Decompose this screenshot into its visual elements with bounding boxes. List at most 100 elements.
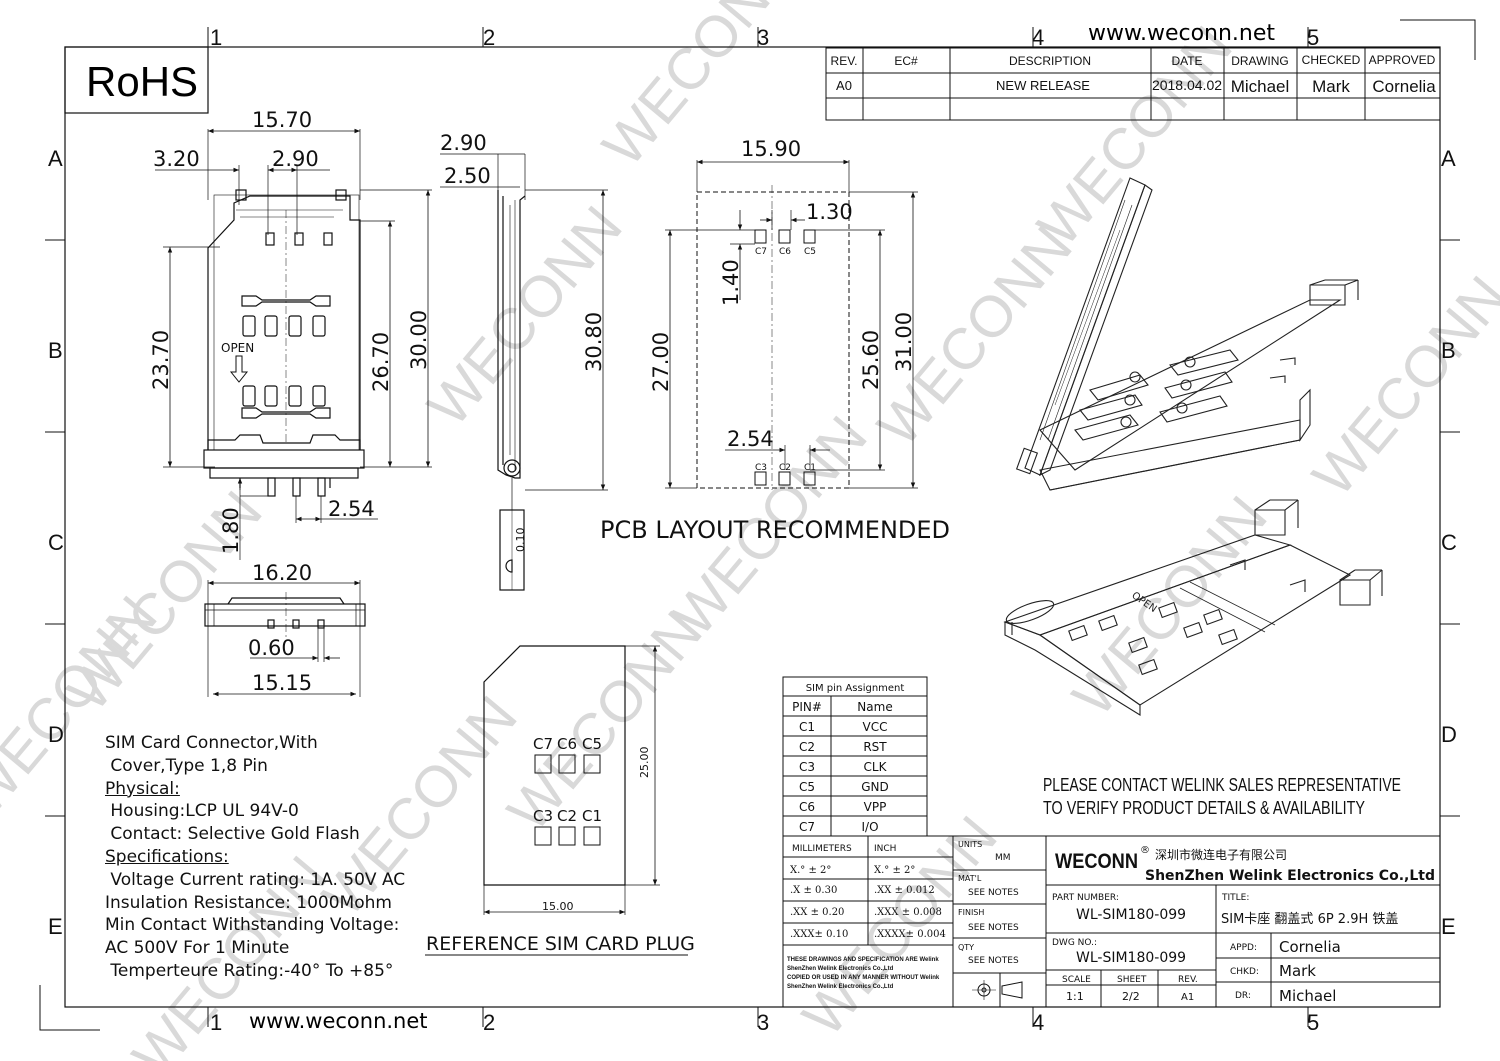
sim-contact-label: C1	[582, 807, 602, 825]
pad-label: C3	[755, 463, 767, 473]
dim-tail: 1.80	[219, 507, 243, 554]
border	[39, 19, 1476, 1031]
sim-contact-label: C5	[582, 735, 602, 753]
sim-contact-label: C6	[557, 735, 577, 753]
legal-line: ShenZhen Welink Electronics Co.,Ltd	[787, 984, 894, 990]
company-en: ShenZhen Welink Electronics Co.,Ltd	[1145, 868, 1435, 884]
pcb-layout	[665, 159, 918, 490]
company-cn: 深圳市微连电子有限公司	[1155, 847, 1287, 862]
rev-value: A0	[836, 78, 852, 93]
dim-pcb-height-left: 27.00	[649, 332, 673, 392]
rev-header: REV.	[831, 54, 858, 68]
front-view-dims: 16.20 0.60 15.15	[248, 561, 312, 695]
dim-width: 15.70	[252, 108, 312, 132]
grid-row-label: D	[1441, 722, 1457, 747]
side-view-dims: 2.90 2.50 30.80 0.10	[440, 131, 606, 552]
name-cell: CLK	[864, 760, 888, 774]
grid-col-label: 4	[1032, 25, 1044, 50]
grid-col-label: 3	[757, 25, 769, 50]
mm-tolerance: .X ± 0.30	[790, 885, 837, 896]
grid-col-label: 4	[1032, 1010, 1044, 1035]
sheet-label: SHEET	[1117, 975, 1147, 985]
sim-card-text: C7 C6 C5 C3 C2 C1 25.00 15.00 REFERENCE …	[426, 735, 695, 955]
pad-label: C6	[779, 247, 791, 257]
title-label: TITLE:	[1221, 893, 1249, 903]
appd-label: APPD:	[1230, 943, 1257, 953]
finish-value: SEE NOTES	[968, 923, 1019, 933]
dim-height-total: 30.00	[407, 310, 431, 370]
dim-width-base: 15.15	[252, 671, 312, 695]
pcb-layout-text: 15.90 1.30 1.40 27.00 25.60 31.00 2.54 C…	[600, 137, 950, 544]
pin-cell: C7	[799, 820, 815, 834]
drawing-header: DRAWING	[1231, 54, 1289, 68]
grid-labels: 1 2 3 4 5 1 2 3 4 5 A B C D E A B C D E	[48, 25, 1457, 1035]
note-line: Insulation Resistance: 1000Mohm	[105, 892, 392, 913]
revision-table-text: REV. EC# DESCRIPTION DATE DRAWING CHECKE…	[831, 53, 1437, 96]
legal-line: ShenZhen Welink Electronics Co.,Ltd	[787, 966, 894, 972]
chkd-label: CHKD:	[1230, 967, 1259, 977]
open-label: OPEN	[221, 341, 254, 355]
grid-row-label: C	[1441, 530, 1457, 555]
units-value: MM	[995, 853, 1011, 863]
top-view	[155, 128, 432, 560]
watermark: WECONN	[495, 599, 715, 843]
pin-cell: C1	[799, 720, 815, 734]
sim-contact-label: C7	[533, 735, 553, 753]
legal-line: THESE DRAWINGS AND SPECIFICATION ARE Wel…	[787, 957, 939, 963]
dim-pcb-pitch: 2.54	[727, 427, 774, 451]
dim-height-body: 2.50	[444, 164, 491, 188]
iso-view-closed: OPEN	[1003, 499, 1383, 716]
top-view-dims: 15.70 3.20 2.90 23.70 26.70 30.00 1.80 2…	[149, 108, 431, 554]
grid-col-label: 2	[483, 1010, 495, 1035]
approved-value: Cornelia	[1372, 77, 1436, 96]
pcb-layout-title: PCB LAYOUT RECOMMENDED	[600, 516, 950, 544]
rev-label: REV.	[1178, 975, 1198, 985]
approved-header: APPROVED	[1369, 53, 1436, 67]
sim-card	[425, 645, 688, 956]
part-number: WL-SIM180-099	[1076, 907, 1186, 923]
watermark: WECONN	[1025, 14, 1245, 258]
pin-table-text: SIM pin Assignment PIN# Name C1 VCC C2 R…	[792, 683, 904, 834]
pin-header: PIN#	[792, 700, 822, 714]
inch-header: INCH	[874, 844, 896, 854]
note-line: AC 500V For 1 Minute	[105, 938, 290, 959]
description-header: DESCRIPTION	[1009, 54, 1091, 68]
pin-cell: C5	[799, 780, 815, 794]
chkd-value: Mark	[1279, 962, 1316, 980]
inch-tolerance: X.° ± 2°	[874, 865, 915, 876]
rev-value: A1	[1181, 992, 1194, 1003]
qty-value: SEE NOTES	[968, 956, 1019, 966]
note-line: Min Contact Withstanding Voltage:	[105, 915, 400, 936]
brand-reg: ®	[1140, 845, 1150, 856]
checked-header: CHECKED	[1302, 53, 1361, 67]
pad-label: C7	[755, 247, 767, 257]
dim-pin-gap: 2.90	[272, 147, 319, 171]
qty-label: QTY	[958, 943, 974, 952]
watermark: WECONN	[1060, 484, 1280, 728]
dwg-label: DWG NO.:	[1052, 938, 1097, 948]
note-line: Voltage Current rating: 1A. 50V AC	[105, 869, 406, 890]
dim-pin-width: 0.60	[248, 636, 295, 660]
title-value: SIM卡座 翻盖式 6P 2.9H 铁盖	[1221, 912, 1398, 927]
mm-tolerance: X.° ± 2°	[790, 865, 831, 876]
pin-table-title: SIM pin Assignment	[806, 683, 905, 694]
sim-contact-label: C3	[533, 807, 553, 825]
drawing-value: Michael	[1231, 77, 1290, 96]
watermark: WECONN	[1300, 264, 1500, 508]
pin-table	[782, 676, 928, 837]
name-cell: GND	[861, 780, 889, 794]
note-heading: Specifications:	[105, 846, 229, 867]
grid-col-label: 2	[483, 25, 495, 50]
grid-row-label: E	[48, 914, 63, 939]
brand-logo: WECONN	[1055, 850, 1138, 873]
date-value: 2018.04.02	[1152, 77, 1222, 93]
mm-header: MILLIMETERS	[792, 844, 852, 854]
dim-height-left: 23.70	[149, 330, 173, 390]
rohs-box	[64, 46, 209, 114]
grid-row-label: D	[48, 722, 64, 747]
note-line: SIM Card Connector,With	[105, 733, 318, 753]
disclaimer: PLEASE CONTACT WELINK SALES REPRESENTATI…	[1043, 775, 1401, 818]
disclaimer-line: PLEASE CONTACT WELINK SALES REPRESENTATI…	[1043, 775, 1401, 795]
